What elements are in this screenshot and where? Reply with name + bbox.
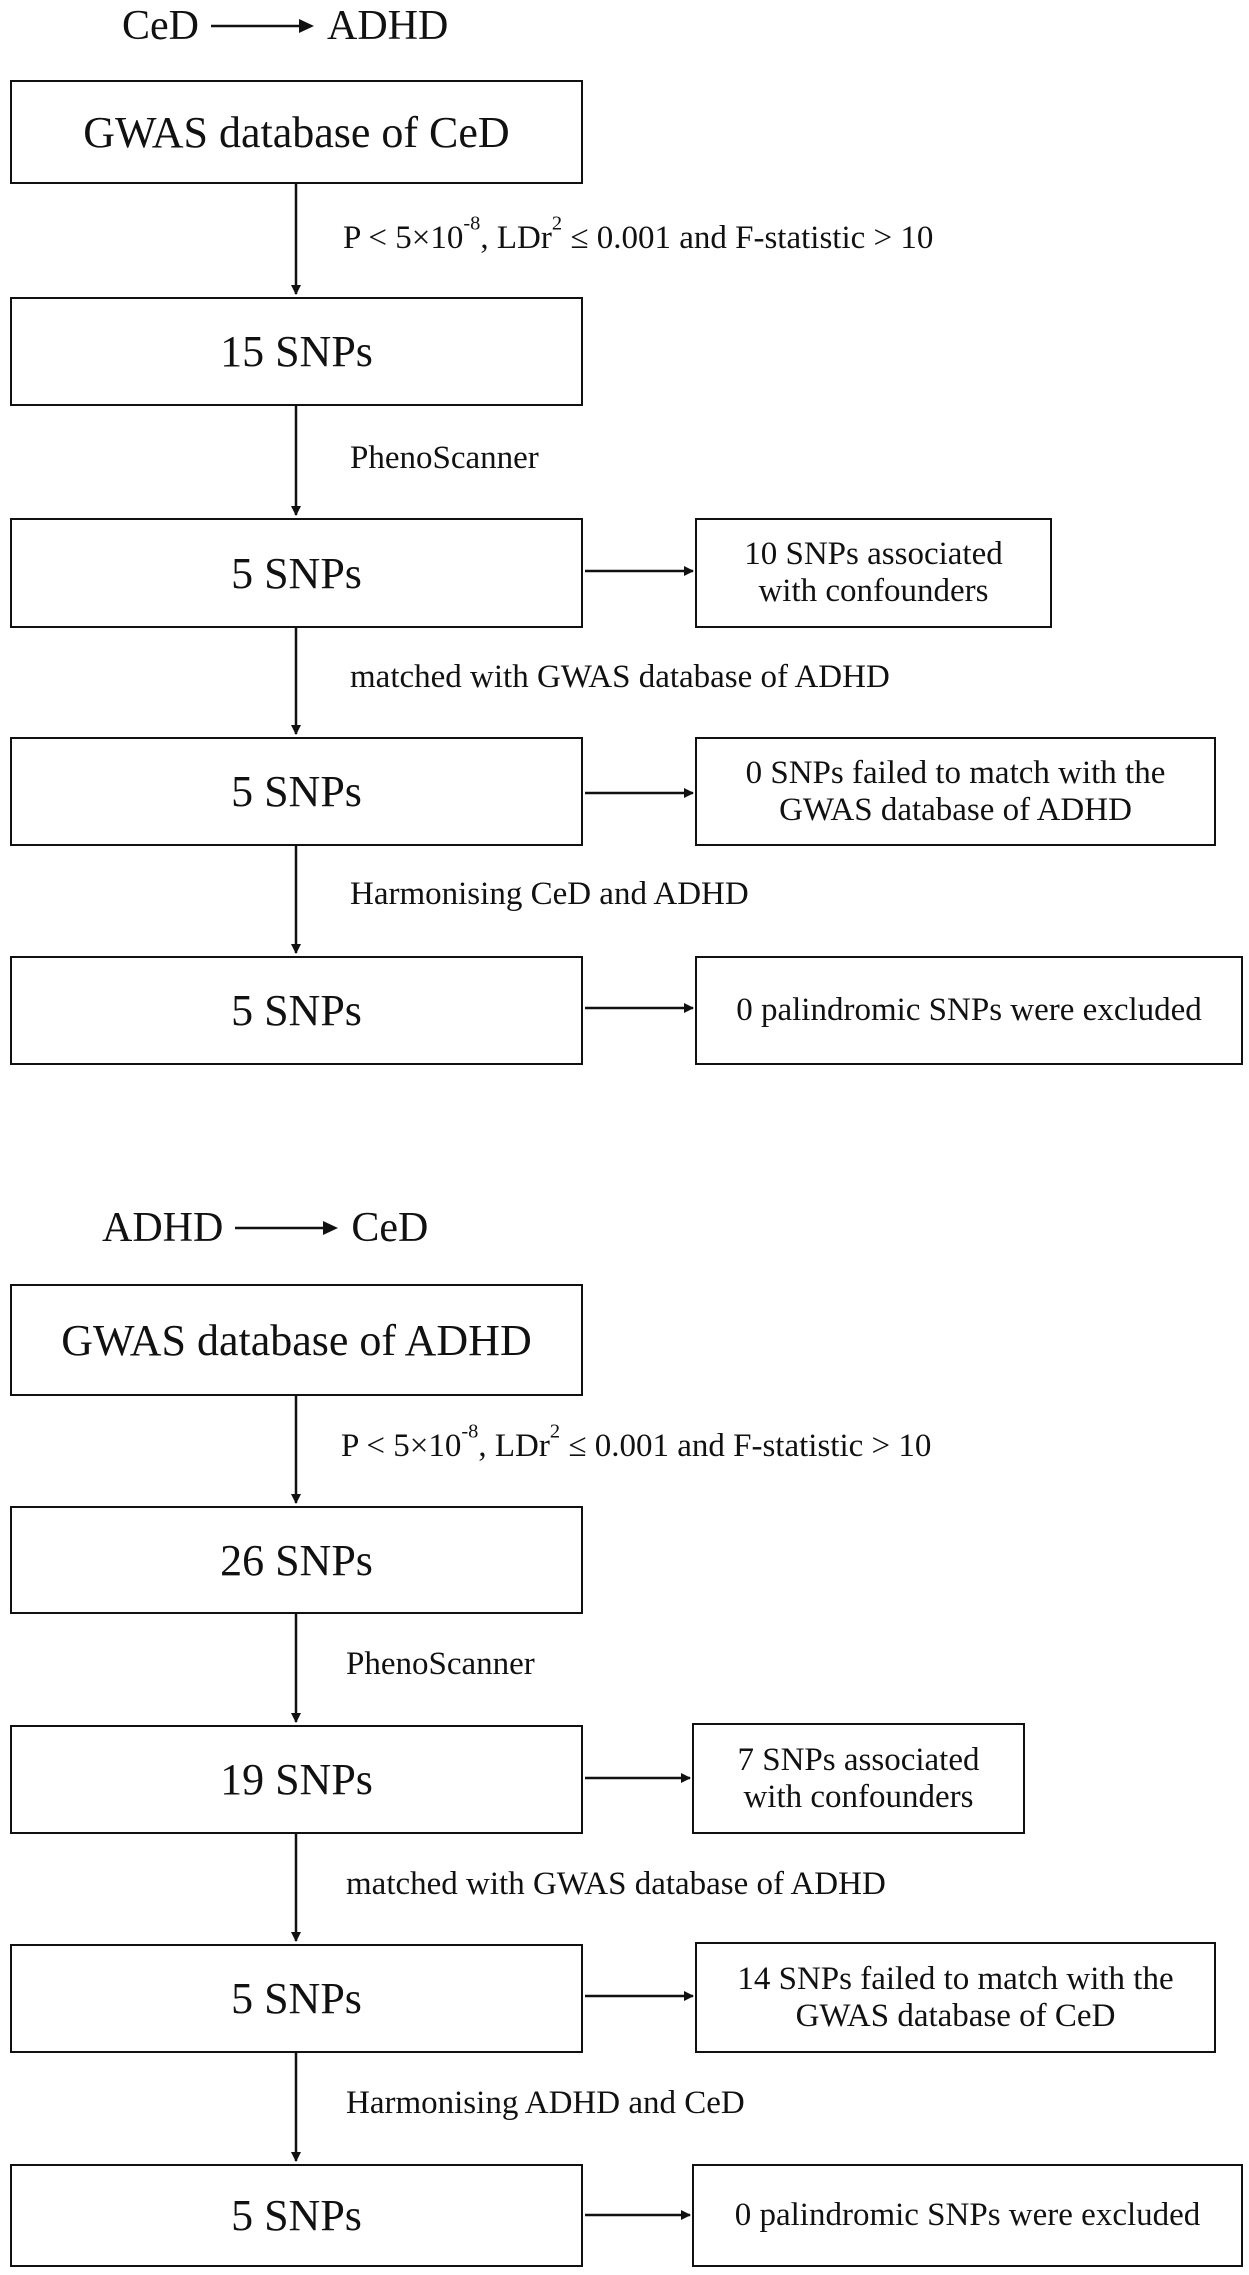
- top-palindromic-box: 0 palindromic SNPs were excluded: [695, 956, 1243, 1065]
- criteria-p-exponent: -8: [463, 212, 481, 235]
- criteria-ld-exponent: 2: [551, 212, 563, 235]
- bottom-step1-box: 26 SNPs: [10, 1506, 583, 1614]
- top-step4-box: 5 SNPs: [10, 956, 583, 1065]
- bottom-step3-box: 5 SNPs: [10, 1944, 583, 2053]
- top-direction-title: CeD ADHD: [122, 2, 448, 50]
- bottom-step3-label: 5 SNPs: [231, 1974, 362, 2023]
- bottom-failed-line2: GWAS database of CeD: [795, 1997, 1116, 2034]
- bottom-confounders-line2: with confounders: [743, 1778, 974, 1815]
- top-failed-box: 0 SNPs failed to match with the GWAS dat…: [695, 737, 1216, 846]
- top-confounders-line2: with confounders: [758, 573, 989, 609]
- top-phenoscanner-text: PhenoScanner: [350, 440, 539, 476]
- criteria-rest: ≤ 0.001 and F-statistic > 10: [560, 1428, 932, 1464]
- criteria-rest: ≤ 0.001 and F-statistic > 10: [562, 220, 934, 256]
- top-step3-box: 5 SNPs: [10, 737, 583, 846]
- top-harmonising-label: Harmonising CeD and ADHD: [350, 876, 749, 913]
- top-step3-label: 5 SNPs: [231, 767, 362, 816]
- bottom-step4-box: 5 SNPs: [10, 2164, 583, 2267]
- bottom-harmonising-text: Harmonising ADHD and CeD: [346, 2085, 745, 2121]
- bottom-matched-label: matched with GWAS database of ADHD: [346, 1866, 886, 1903]
- bottom-title-from: ADHD: [102, 1205, 224, 1251]
- bottom-source-box: GWAS database of ADHD: [10, 1284, 583, 1396]
- criteria-p-exponent: -8: [461, 1420, 479, 1443]
- bottom-step2-box: 19 SNPs: [10, 1725, 583, 1834]
- bottom-phenoscanner-label: PhenoScanner: [346, 1646, 535, 1683]
- bottom-confounders-line1: 7 SNPs associated: [737, 1741, 980, 1778]
- criteria-p: P < 5×10: [341, 1428, 462, 1464]
- top-step4-label: 5 SNPs: [231, 986, 362, 1035]
- bottom-palindromic-box: 0 palindromic SNPs were excluded: [692, 2164, 1243, 2267]
- bottom-direction-title: ADHD CeD: [102, 1204, 428, 1252]
- bottom-failed-box: 14 SNPs failed to match with the GWAS da…: [695, 1942, 1216, 2053]
- top-failed-line1: 0 SNPs failed to match with the: [745, 754, 1166, 791]
- bottom-confounders-box: 7 SNPs associated with confounders: [692, 1723, 1025, 1834]
- bottom-step2-label: 19 SNPs: [220, 1755, 373, 1804]
- top-confounders-line1: 10 SNPs associated: [744, 536, 1003, 573]
- bottom-palindromic-text: 0 palindromic SNPs were excluded: [734, 2197, 1201, 2234]
- bottom-matched-text: matched with GWAS database of ADHD: [346, 1866, 886, 1902]
- bottom-phenoscanner-text: PhenoScanner: [346, 1646, 535, 1682]
- direction-arrow-icon: [235, 1221, 339, 1235]
- criteria-ld: , LDr: [480, 220, 552, 256]
- criteria-ld: , LDr: [478, 1428, 550, 1464]
- top-title-from: CeD: [122, 3, 199, 49]
- top-matched-label: matched with GWAS database of ADHD: [350, 659, 890, 696]
- top-step2-box: 5 SNPs: [10, 518, 583, 628]
- top-step1-box: 15 SNPs: [10, 297, 583, 406]
- top-source-label: GWAS database of CeD: [83, 107, 510, 157]
- top-harmonising-text: Harmonising CeD and ADHD: [350, 876, 749, 912]
- bottom-step4-label: 5 SNPs: [231, 2191, 362, 2240]
- top-matched-text: matched with GWAS database of ADHD: [350, 659, 890, 695]
- top-step2-label: 5 SNPs: [231, 548, 362, 598]
- bottom-title-to: CeD: [351, 1205, 429, 1251]
- criteria-ld-exponent: 2: [549, 1420, 561, 1443]
- top-step1-label: 15 SNPs: [220, 327, 373, 376]
- top-source-box: GWAS database of CeD: [10, 80, 583, 184]
- top-title-to: ADHD: [327, 3, 449, 49]
- bottom-step1-label: 26 SNPs: [220, 1535, 373, 1585]
- direction-arrow-icon: [211, 19, 314, 33]
- top-confounders-box: 10 SNPs associated with confounders: [695, 518, 1052, 628]
- top-criteria-label: P < 5×10-8, LDr2 ≤ 0.001 and F-statistic…: [343, 213, 934, 257]
- top-palindromic-text: 0 palindromic SNPs were excluded: [736, 992, 1202, 1029]
- bottom-failed-line1: 14 SNPs failed to match with the: [737, 1960, 1174, 1997]
- bottom-harmonising-label: Harmonising ADHD and CeD: [346, 2085, 745, 2122]
- top-phenoscanner-label: PhenoScanner: [350, 440, 539, 477]
- criteria-p: P < 5×10: [343, 220, 464, 256]
- top-failed-line2: GWAS database of ADHD: [779, 791, 1132, 828]
- bottom-source-label: GWAS database of ADHD: [61, 1315, 532, 1365]
- bottom-criteria-label: P < 5×10-8, LDr2 ≤ 0.001 and F-statistic…: [341, 1421, 932, 1465]
